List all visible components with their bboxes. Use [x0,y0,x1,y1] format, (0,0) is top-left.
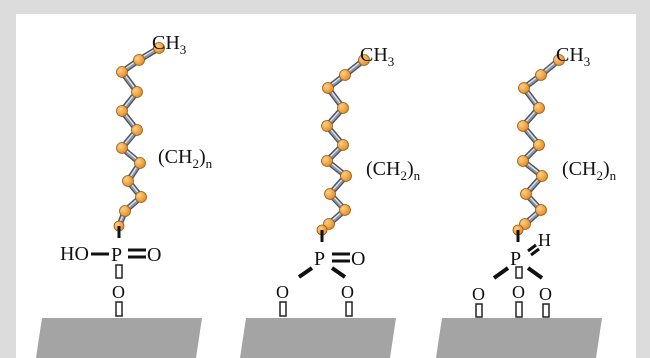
alkyl-chain-1 [113,42,165,232]
carbon-atom [518,82,530,94]
hydrogen-label: H [538,230,551,250]
carbon-atom [517,120,529,132]
carbon-atom [135,191,147,203]
carbon-atom [116,142,128,154]
carbon-atom [131,124,143,136]
repeat-label-3: (CH2)n [562,158,617,183]
carbon-atom [517,155,529,167]
carbon-atom [520,188,532,200]
carbon-atom [116,66,128,78]
p-h-bond-b [530,247,540,257]
substrate-2 [240,318,396,358]
figure-panel: CH3 CH3 CH3 (CH2)n (CH2)n (CH2)n HO P O … [16,14,636,358]
alkyl-chain-2 [316,54,370,236]
phosphonic-acid-binding-diagram: CH3 CH3 CH3 (CH2)n (CH2)n (CH2)n HO P O … [36,32,617,358]
bridging-oxygen-label-3a: O [472,284,485,304]
carbon-atom [553,54,565,66]
carbon-atom [322,82,334,94]
headgroup-1: HO P O O [60,226,161,317]
carbon-atom [536,170,548,182]
p-o-bond-2-left [297,266,314,279]
o-surface-bond-3b [515,301,523,318]
substrates [36,318,602,358]
carbon-atom [337,139,349,151]
p-o-bond-2-right [330,266,347,279]
p-o-bond-3-left [492,266,510,280]
double-oxygen-label-2: O [351,248,365,270]
carbon-atom [533,139,545,151]
o-surface-bond-3a [475,303,483,318]
carbon-atom [122,175,134,187]
bridging-oxygen-label-1: O [112,282,125,302]
carbon-atom [535,204,547,216]
p-o-bond-3-right [526,266,544,280]
phosphorus-label-1: P [111,244,122,266]
repeat-label-1: (CH2)n [158,146,213,171]
phosphorus-label-3: P [510,248,521,270]
carbon-atom [116,105,128,117]
bridging-oxygen-label-3c: O [539,284,552,304]
substrate-3 [436,318,602,358]
double-oxygen-label-1: O [147,244,161,266]
headgroup-2: P O O O [276,230,365,317]
bridging-oxygen-label-2b: O [341,282,354,302]
carbon-atom [134,157,146,169]
carbon-atom [358,54,370,66]
terminal-label-3: CH3 [556,44,590,69]
carbon-atom [340,170,352,182]
substrate-1 [36,318,202,358]
alkyl-chain-3 [512,54,565,236]
p-o-bond-3-middle [515,266,523,279]
phosphorus-label-2: P [314,248,325,270]
carbon-atom [533,102,545,114]
terminal-label-2: CH3 [360,44,394,69]
o-surface-bond-2b [345,301,353,317]
carbon-atom [337,102,349,114]
p-o-bond-1 [115,264,123,279]
p-h-bond [527,243,537,253]
bridging-oxygen-label-3b: O [512,282,525,302]
headgroup-3: P H O O O [472,230,552,318]
carbon-atom [133,54,145,66]
carbon-atom [324,188,336,200]
o-surface-bond-3c [542,303,550,318]
hydroxyl-label: HO [60,243,89,265]
carbon-atom [321,155,333,167]
carbon-atom [339,69,351,81]
carbon-atom [321,120,333,132]
o-surface-bond-1 [115,301,123,317]
carbon-atom [119,205,131,217]
bridging-oxygen-label-2a: O [276,282,289,302]
repeat-label-2: (CH2)n [366,158,421,183]
terminal-label-1: CH3 [152,32,186,57]
carbon-atom [339,204,351,216]
carbon-atom [153,42,165,54]
carbon-atom [131,86,143,98]
carbon-atom [535,69,547,81]
o-surface-bond-2a [279,301,287,317]
